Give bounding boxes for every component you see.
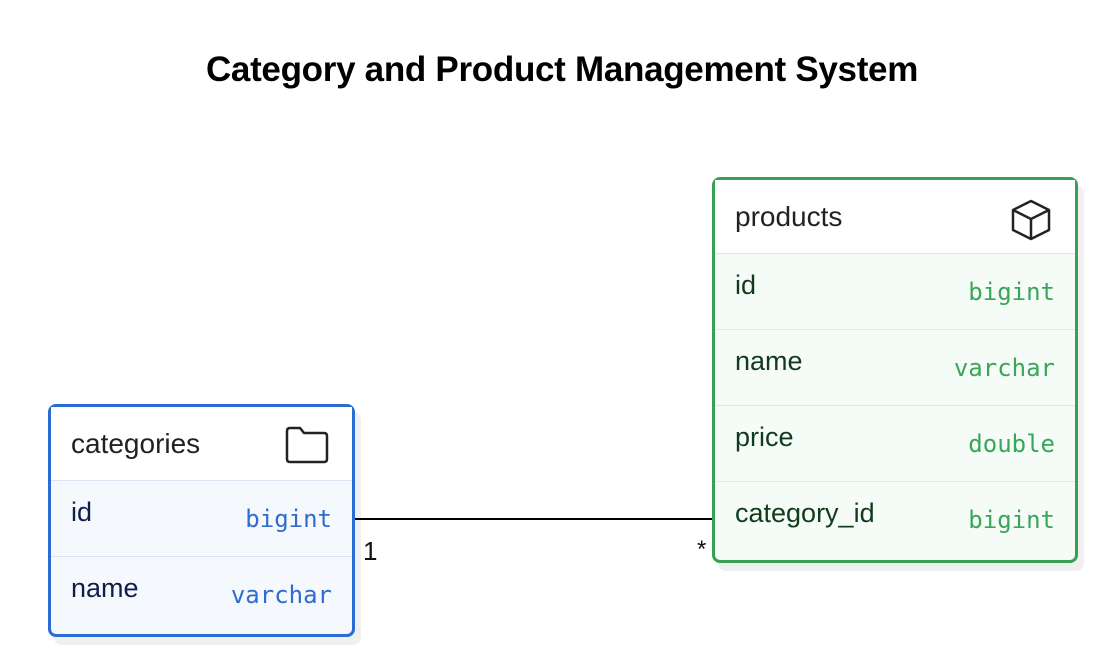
folder-icon	[284, 425, 330, 472]
field-name: id	[735, 270, 757, 300]
box-icon	[1009, 198, 1053, 249]
field-row[interactable]: id bigint	[51, 481, 352, 557]
field-type: varchar	[953, 354, 1055, 382]
entity-name: products	[735, 200, 843, 232]
field-row[interactable]: name varchar	[51, 557, 352, 633]
field-type: bigint	[968, 506, 1055, 534]
field-name: name	[735, 346, 803, 376]
field-type: varchar	[230, 581, 332, 609]
field-row[interactable]: price double	[715, 406, 1075, 482]
entity-header: categories	[51, 407, 352, 481]
entity-header: products	[715, 180, 1075, 254]
field-name: price	[735, 422, 794, 452]
field-name: id	[71, 497, 93, 527]
field-type: double	[968, 430, 1055, 458]
field-name: category_id	[735, 498, 875, 528]
field-type: bigint	[968, 278, 1055, 306]
cardinality-one: 1	[363, 536, 378, 566]
field-name: name	[71, 573, 139, 603]
entity-name: categories	[71, 427, 201, 459]
field-row[interactable]: id bigint	[715, 254, 1075, 330]
cardinality-many: *	[697, 536, 707, 563]
diagram-title: Category and Product Management System	[205, 50, 919, 89]
field-type: bigint	[245, 505, 332, 533]
field-row[interactable]: name varchar	[715, 330, 1075, 406]
entity-categories[interactable]: categories id bigint name varchar	[48, 404, 355, 637]
entity-products[interactable]: products id bigint name varchar price do…	[712, 177, 1078, 563]
field-row[interactable]: category_id bigint	[715, 482, 1075, 558]
